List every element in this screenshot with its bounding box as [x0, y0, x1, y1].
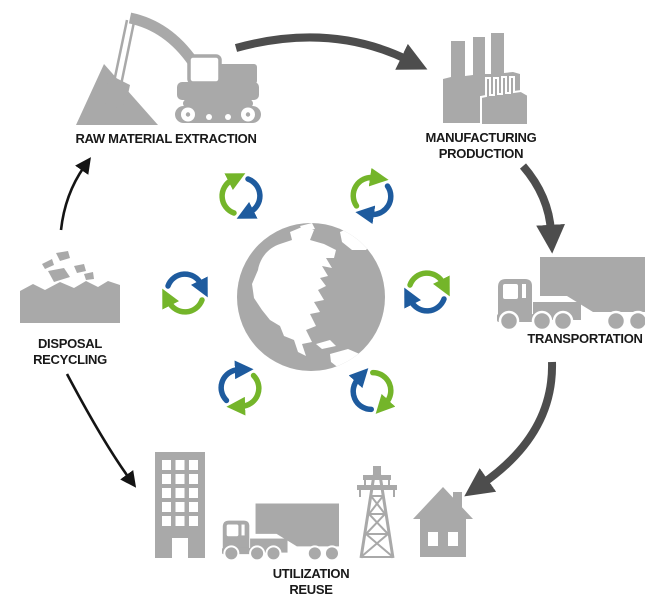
recycle-arrows-left — [168, 274, 202, 312]
recycle-arrows-lower-right — [348, 369, 395, 414]
label-disposal-line1: DISPOSAL — [37, 336, 103, 351]
label-disposal-recycling: DISPOSAL RECYCLING — [33, 336, 107, 368]
label-utilization-line2: REUSE — [289, 582, 333, 597]
arctic-island — [300, 223, 315, 231]
cycle-arrows-thin — [59, 157, 137, 488]
cuba-island — [316, 340, 336, 349]
earth-globe-icon — [237, 223, 385, 371]
label-utilization-line1: UTILIZATION — [272, 566, 350, 581]
arrow-transportation-to-utilization — [464, 361, 557, 497]
recycle-arrows-upper-right — [347, 171, 397, 221]
cycle-arrows-thick — [234, 33, 565, 497]
landfill-icon — [20, 251, 120, 323]
arrow-disposal-to-extraction — [59, 157, 91, 231]
label-disposal-line2: RECYCLING — [33, 352, 107, 367]
office-building-icon — [155, 452, 205, 558]
excavator-icon — [76, 12, 261, 125]
recycle-arrows-right — [410, 273, 444, 311]
label-transportation: TRANSPORTATION — [527, 331, 643, 346]
label-raw-material-extraction: RAW MATERIAL EXTRACTION — [75, 131, 257, 146]
semi-truck-icon — [495, 255, 645, 332]
north-america-landmass — [252, 227, 336, 356]
house-icon — [413, 487, 473, 557]
label-manufacturing-production: MANUFACTURING PRODUCTION — [426, 130, 537, 162]
recycle-arrows-lower-left — [216, 365, 265, 412]
power-pylon-icon — [357, 466, 397, 559]
factory-icon — [443, 33, 529, 126]
semi-truck-small-icon — [221, 502, 340, 562]
arrow-extraction-to-manufacturing — [234, 33, 428, 70]
label-utilization-reuse: UTILIZATION REUSE — [273, 566, 350, 598]
arrow-manufacturing-to-transportation — [519, 163, 565, 254]
label-manufacturing-line2: PRODUCTION — [438, 146, 524, 161]
recycle-arrows-upper-left — [222, 179, 260, 213]
label-manufacturing-line1: MANUFACTURING — [425, 130, 537, 145]
arrow-disposal-to-utilization — [65, 373, 137, 488]
